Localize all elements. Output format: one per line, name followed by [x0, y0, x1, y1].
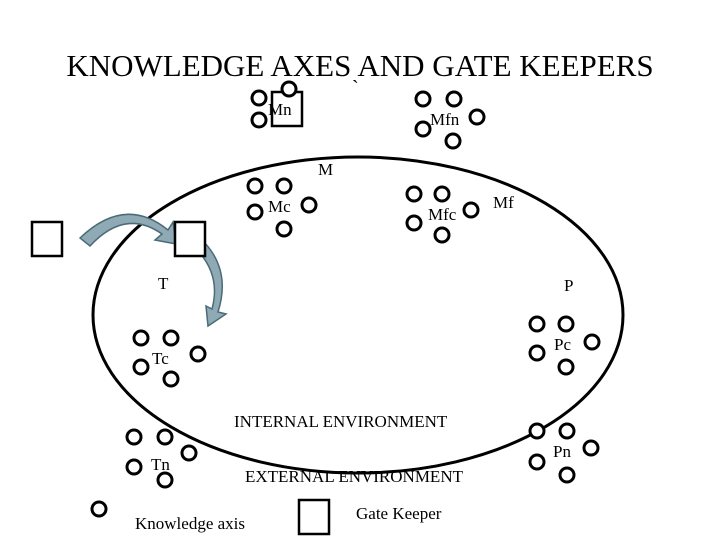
label-mc: Mc: [268, 197, 291, 216]
label-tc: Tc: [152, 349, 169, 368]
gate-keeper-right: [173, 220, 207, 258]
knowledge-axis-node: [250, 89, 268, 107]
label-pn: Pn: [553, 442, 571, 461]
knowledge-axis-node: [156, 471, 174, 489]
knowledge-axis-node: [414, 120, 432, 138]
gate-keeper-legend-symbol: [297, 498, 331, 536]
knowledge-axis-node: [558, 466, 576, 484]
knowledge-axis-node: [528, 453, 546, 471]
label-mf: Mf: [493, 193, 514, 212]
knowledge-axis-node: [125, 458, 143, 476]
knowledge-axis-node: [250, 111, 268, 129]
knowledge-axis-node: [557, 358, 575, 376]
internal-environment-label: INTERNAL ENVIRONMENT: [234, 412, 448, 431]
knowledge-axis-legend-symbol: [90, 500, 108, 518]
knowledge-axis-node: [280, 80, 298, 98]
knowledge-axis-node: [162, 370, 180, 388]
knowledge-axis-node: [558, 422, 576, 440]
diagram-title: KNOWLEDGE AXES AND GATE KEEPERS: [66, 48, 654, 83]
label-mfn: Mfn: [430, 110, 460, 129]
knowledge-axis-node: [125, 428, 143, 446]
knowledge-axis-node: [275, 177, 293, 195]
knowledge-axis-node: [156, 428, 174, 446]
knowledge-axis-node: [405, 185, 423, 203]
label-p: P: [564, 276, 574, 295]
label-mfc: Mfc: [428, 205, 457, 224]
title-tick-mark: `: [352, 77, 359, 99]
knowledge-axis-node: [414, 90, 432, 108]
label-tn: Tn: [151, 455, 170, 474]
internal-environment-boundary: [91, 155, 625, 475]
knowledge-axis-node: [468, 108, 486, 126]
label-t: T: [158, 274, 169, 293]
knowledge-axis-node: [445, 90, 463, 108]
gate-keeper-mn: [270, 90, 304, 128]
knowledge-axis-node: [528, 422, 546, 440]
knowledge-axis-node: [246, 177, 264, 195]
knowledge-axis-node: [132, 358, 150, 376]
knowledge-axis-node: [444, 132, 462, 150]
label-pc: Pc: [554, 335, 571, 354]
knowledge-axis-node: [405, 214, 423, 232]
knowledge-axis-node: [557, 315, 575, 333]
knowledge-axis-node: [162, 329, 180, 347]
knowledge-axis-node: [132, 329, 150, 347]
knowledge-axis-node: [189, 345, 207, 363]
legend-knowledge-axis-label: Knowledge axis: [135, 514, 246, 533]
knowledge-axis-node: [300, 196, 318, 214]
knowledge-axis-node: [462, 201, 480, 219]
knowledge-axis-node: [528, 344, 546, 362]
knowledge-axis-node: [275, 220, 293, 238]
knowledge-axis-node: [433, 185, 451, 203]
knowledge-axis-node: [180, 444, 198, 462]
curved-arrow-top: [78, 213, 177, 248]
knowledge-axis-node: [583, 333, 601, 351]
external-environment-label: EXTERNAL ENVIRONMENT: [245, 467, 463, 486]
legend-gate-keeper-label: Gate Keeper: [356, 504, 442, 523]
curved-arrow-down: [190, 236, 228, 328]
knowledge-axis-node: [246, 203, 264, 221]
label-mn: Mn: [268, 100, 292, 119]
gate-keeper-left: [30, 220, 64, 258]
knowledge-axis-node: [528, 315, 546, 333]
knowledge-axis-node: [433, 226, 451, 244]
knowledge-axis-node: [582, 439, 600, 457]
label-m: M: [318, 160, 334, 179]
